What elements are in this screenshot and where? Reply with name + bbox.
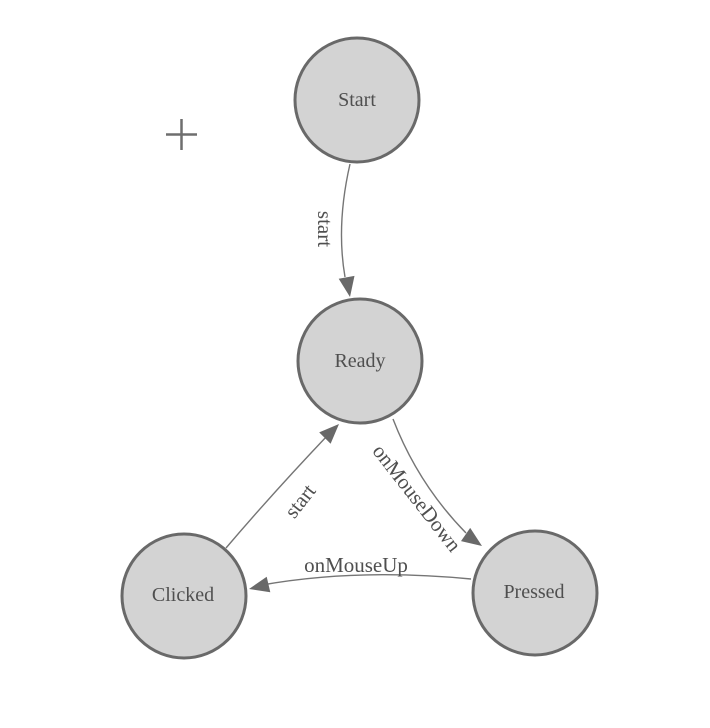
state-node-ready-label: Ready xyxy=(334,350,385,372)
edge-pressed-to-clicked-arrowhead-icon xyxy=(249,576,271,593)
edge-start-to-ready[interactable]: start xyxy=(313,163,355,297)
edge-ready-to-pressed-label: onMouseDown xyxy=(368,440,467,557)
edge-clicked-to-ready[interactable]: start xyxy=(225,424,339,549)
edge-start-to-ready-arrowhead-icon xyxy=(338,275,355,297)
state-node-ready[interactable]: Ready xyxy=(296,297,424,425)
state-node-start-label: Start xyxy=(338,89,376,111)
edge-clicked-to-ready-arrowhead-icon xyxy=(319,424,339,444)
state-node-start[interactable]: Start xyxy=(293,36,421,164)
edge-clicked-to-ready-label: start xyxy=(279,479,320,522)
edge-ready-to-pressed[interactable]: onMouseDown xyxy=(368,418,482,557)
state-node-clicked-label: Clicked xyxy=(152,584,214,606)
edge-clicked-to-ready-path[interactable] xyxy=(225,435,328,549)
state-node-pressed[interactable]: Pressed xyxy=(471,529,599,657)
state-node-clicked-circle[interactable] xyxy=(120,532,248,660)
edge-pressed-to-clicked[interactable]: onMouseUp xyxy=(249,553,472,593)
edge-start-to-ready-path[interactable] xyxy=(340,163,351,278)
state-node-clicked[interactable]: Clicked xyxy=(120,532,248,660)
edge-pressed-to-clicked-label: onMouseUp xyxy=(304,553,408,577)
state-node-ready-circle[interactable] xyxy=(296,297,424,425)
state-node-pressed-circle[interactable] xyxy=(471,529,599,657)
state-node-start-circle[interactable] xyxy=(293,36,421,164)
edge-start-to-ready-label: start xyxy=(313,211,337,247)
state-node-pressed-label: Pressed xyxy=(503,581,564,603)
edge-ready-to-pressed-arrowhead-icon xyxy=(461,527,482,546)
edge-ready-to-pressed-path[interactable] xyxy=(392,418,467,534)
crosshair-icon xyxy=(166,119,197,150)
edge-pressed-to-clicked-path[interactable] xyxy=(261,573,472,586)
